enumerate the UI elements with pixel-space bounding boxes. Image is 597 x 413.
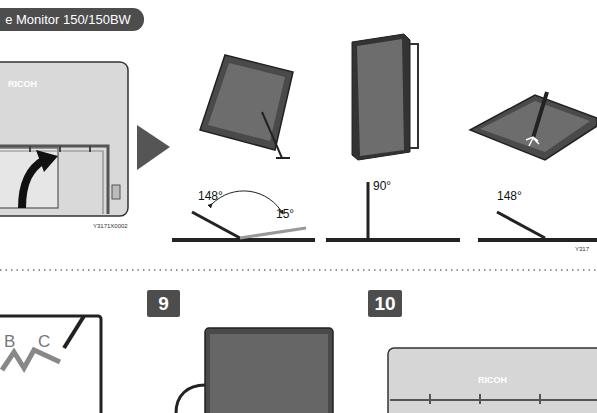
brand-logo: RICOH	[8, 80, 37, 89]
separator	[0, 269, 597, 271]
step-arrow	[137, 125, 170, 170]
header-bar: e Monitor 150/150BW	[0, 8, 144, 31]
node-text: 9	[158, 293, 169, 315]
monitor-flat	[470, 92, 597, 160]
figure-code: Y3171X0002	[93, 223, 128, 229]
figure-code: Y317	[575, 246, 589, 252]
brand-logo: RICOH	[478, 376, 507, 385]
monitor-front	[176, 328, 333, 413]
handwriting: C	[38, 333, 50, 350]
monitor-tilted	[200, 55, 293, 158]
angle-dimension: 148°	[198, 190, 223, 202]
monitor-back-2	[388, 348, 597, 413]
step-number: 9	[147, 290, 180, 317]
monitor-back	[0, 62, 128, 216]
monitor-upright	[352, 34, 418, 160]
monitor-writing	[0, 316, 101, 413]
handwriting: B	[4, 333, 15, 350]
angle-dimension: 148°	[497, 190, 522, 202]
node-text: 10	[374, 293, 395, 315]
angle-dimension: 90°	[373, 180, 391, 192]
node-text: e Monitor 150/150BW	[5, 12, 131, 27]
angle-dimension: 15°	[276, 208, 294, 220]
step-number: 10	[368, 290, 402, 317]
